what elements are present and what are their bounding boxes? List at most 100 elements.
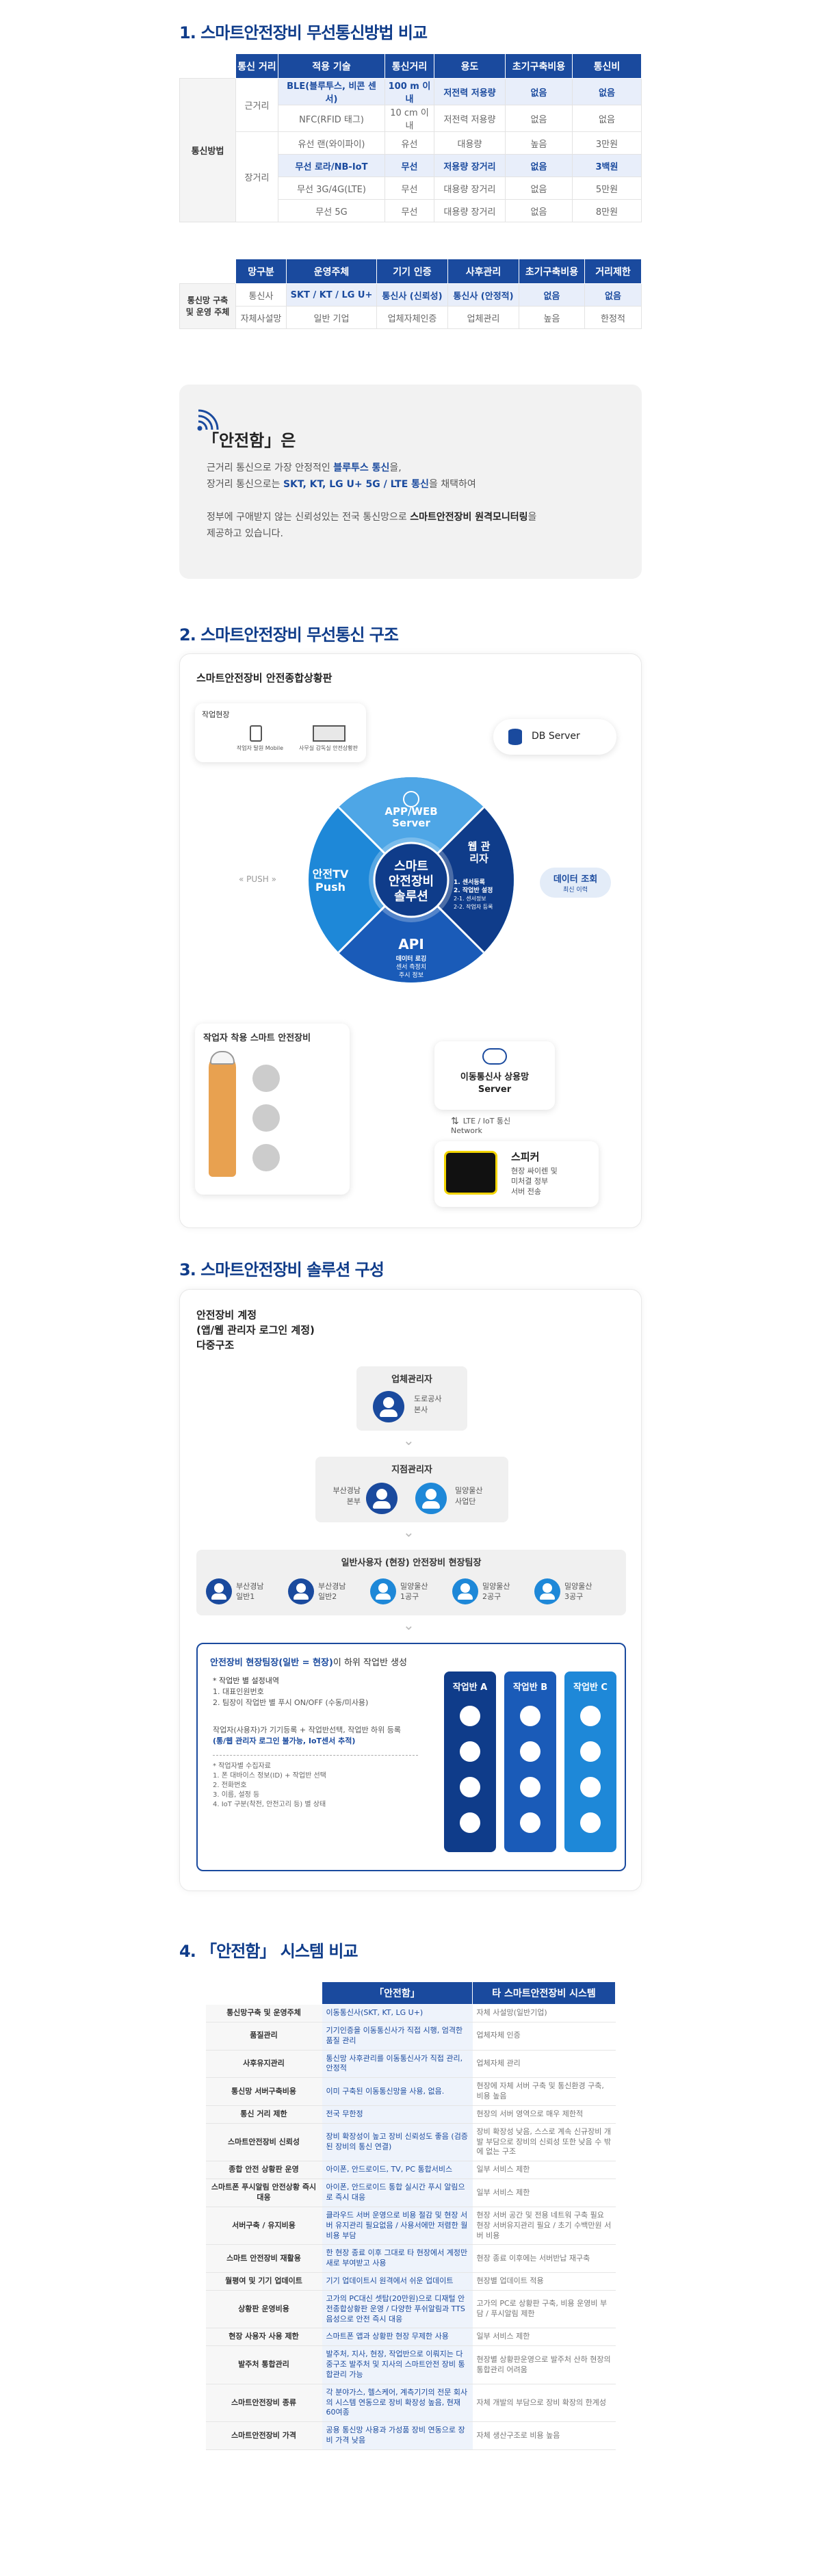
gear-circle-2 bbox=[252, 1104, 280, 1132]
table4-ours: 클라우드 서버 운영으로 비용 절감 및 현장 서버 유지관리 필요없음 / 사… bbox=[322, 2207, 473, 2246]
table4-item: 스마트 안전장비 재활용 bbox=[205, 2244, 322, 2274]
table1-cell-use: 저용량 장거리 bbox=[434, 154, 506, 177]
table4-item: 스마트폰 푸시알림 안전상황 즉시대응 bbox=[205, 2178, 322, 2207]
q-bottom-title: API bbox=[398, 936, 424, 952]
database-icon bbox=[508, 729, 522, 745]
table1-cell-tech: NFC(RFID 태그) bbox=[278, 105, 385, 132]
mobile-icon bbox=[250, 725, 262, 742]
team-sub1: * 작업반 별 설정내역 1. 대표인원번호 2. 팀장이 작업반 별 푸시 O… bbox=[213, 1676, 368, 1708]
table1-cell-tech: 유선 랜(와이파이) bbox=[278, 131, 385, 155]
q-top: APP/WEB Server bbox=[385, 805, 438, 829]
table1-cell-range: 100 m 이내 bbox=[385, 78, 434, 105]
table4-ours: 이동통신사(SKT, KT, LG U+) bbox=[322, 2004, 473, 2022]
q-right-items: 1. 센서등록 2. 작업반 설정 2-1. 센서정보 2-2. 작업자 등록 bbox=[454, 879, 508, 911]
user-person-icon bbox=[370, 1578, 396, 1604]
site-box: 작업현장 작업자 탈원 Mobile 사무실 감독실 안전상황판 bbox=[195, 703, 366, 762]
table4-item: 통신망구축 및 운영주체 bbox=[205, 2004, 322, 2022]
section-title-1: 1. 스마트안전장비 무선통신방법 비교 bbox=[179, 23, 428, 42]
user-desc-1: 일반1 bbox=[236, 1592, 255, 1601]
table1-cell-fee: 없음 bbox=[572, 78, 642, 105]
team-member-icon bbox=[580, 1812, 601, 1833]
info-line3c: 을 bbox=[527, 512, 537, 523]
team-member-icon bbox=[460, 1706, 480, 1726]
push-chevron-icon-right: » bbox=[268, 874, 276, 884]
data-query-label: 데이터 조회 bbox=[553, 874, 598, 885]
user-desc-0: 밀양울산 bbox=[564, 1582, 592, 1591]
table4-ours: 공용 통신망 사용과 가성품 장비 연동으로 장비 가격 낮음 bbox=[322, 2421, 473, 2450]
user-person-icon bbox=[288, 1578, 314, 1604]
user-person-icon bbox=[534, 1578, 560, 1604]
speaker-title: 스피커 bbox=[511, 1151, 540, 1163]
team-sub3-item-2: 3. 이름, 설정 등 bbox=[213, 1791, 260, 1799]
table4-other: 현장 서버 공간 및 전용 네트워 구축 필요 현장 서버유지관리 필요 / 초… bbox=[472, 2207, 616, 2246]
q-bottom-item-0: 데이터 로깅 bbox=[395, 956, 427, 963]
monitor-icon bbox=[313, 725, 346, 742]
info-line2c: 을 채택하여 bbox=[428, 479, 476, 490]
table4-other: 업체자체 관리 bbox=[472, 2050, 616, 2079]
table4-ours: 기기 업데이트시 원격에서 쉬운 업데이트 bbox=[322, 2272, 473, 2291]
branch-left-desc: 부산경남 본부 bbox=[325, 1485, 361, 1507]
table4-ours: 장비 확장성이 높고 장비 신뢰성도 좋음 (검증된 장비의 통신 연결) bbox=[322, 2123, 473, 2162]
table1-near: 근거리 bbox=[235, 78, 278, 132]
t2-after-1: 업체관리 bbox=[447, 306, 519, 329]
q-right-item-2: 2-1. 센서정보 bbox=[454, 896, 486, 902]
table4-ours: 기기인증을 이동통신사가 직접 시행, 엄격한 품질 관리 bbox=[322, 2022, 473, 2051]
table1-cell-cost: 없음 bbox=[505, 105, 573, 132]
table4-other: 현장별 업데이트 적용 bbox=[472, 2272, 616, 2291]
t2-limit-1: 한정적 bbox=[584, 306, 642, 329]
speaker-box: 스피커 현장 싸이렌 및 미처결 정부 서버 전송 bbox=[434, 1141, 599, 1207]
user-desc-0: 밀양울산 bbox=[400, 1582, 428, 1591]
table4-ours: 전국 무한정 bbox=[322, 2105, 473, 2124]
t2-cert-0: 통신사 (신뢰성) bbox=[376, 283, 448, 307]
arrow-icon: ⇅ bbox=[451, 1116, 459, 1127]
user-person-icon bbox=[452, 1578, 478, 1604]
speaker-desc-2: 서버 전송 bbox=[511, 1187, 541, 1196]
team-column: 작업반 B bbox=[504, 1671, 556, 1852]
info-line4: 제공하고 있습니다. bbox=[207, 528, 283, 539]
table4-ours: 발주처, 지사, 현장, 작업반으로 이뤄지는 다중구조 발주처 및 지사의 스… bbox=[322, 2345, 473, 2384]
q-bottom-item-1: 센서 측정치 bbox=[395, 964, 427, 971]
team-sub3-item-1: 2. 전화번호 bbox=[213, 1782, 247, 1789]
speaker-icon bbox=[444, 1151, 497, 1195]
company-box: 업체관리자 도로공사 본사 bbox=[356, 1366, 467, 1431]
team-sub3-title: * 작업자별 수집자료 bbox=[213, 1762, 271, 1770]
team-column-label: 작업반 A bbox=[452, 1682, 488, 1693]
user-desc-1: 1공구 bbox=[400, 1592, 419, 1601]
user-desc-1: 3공구 bbox=[564, 1592, 584, 1601]
t2-op-0: SKT / KT / LG U+ bbox=[286, 283, 377, 307]
team-sub3: * 작업자별 수집자료 1. 폰 대바이스 정보(ID) + 작업반 선택 2.… bbox=[213, 1762, 326, 1810]
q-bottom-item-2: 주시 정보 bbox=[399, 972, 423, 979]
globe-icon bbox=[403, 791, 419, 807]
t2-net-1: 자체사설망 bbox=[235, 306, 287, 329]
worker-box: 작업자 착용 스마트 안전장비 bbox=[195, 1024, 350, 1195]
th-use: 용도 bbox=[434, 53, 506, 79]
table4-ours: 각 분야가스, 헬스케어, 계측기기의 전문 회사의 시스템 연동으로 장비 확… bbox=[322, 2384, 473, 2423]
table4-other: 자체 사설망(일반기업) bbox=[472, 2004, 616, 2022]
table1-cell-fee: 없음 bbox=[572, 105, 642, 132]
table1-cell-range: 유선 bbox=[385, 131, 434, 155]
helmet-icon bbox=[210, 1051, 235, 1065]
table4-item: 서버구축 / 유지비용 bbox=[205, 2207, 322, 2246]
site-item-1: 사무실 감독실 안전상황판 bbox=[298, 745, 359, 751]
table4-other: 자체 생산구조로 비용 높음 bbox=[472, 2421, 616, 2450]
center-line-0: 스마트 bbox=[394, 859, 428, 874]
